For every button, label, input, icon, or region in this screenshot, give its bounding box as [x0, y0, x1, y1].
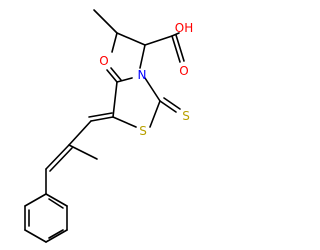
bond-c5-s1 — [112, 116, 137, 128]
bond-phenyl-4 — [45, 229, 68, 243]
atom-label-thione-s: S — [182, 109, 190, 123]
bond-ch-cme — [68, 120, 92, 146]
bond-phenyl-3 — [24, 229, 47, 243]
atom-label-ring-n: N — [138, 68, 147, 82]
bond-phenyl-inner-c — [48, 198, 64, 209]
bond-c4-c5 — [112, 81, 118, 118]
bond-phenyl-6 — [45, 193, 68, 207]
bond-phenyl-inner-b — [48, 229, 64, 239]
bond-ketone-b — [110, 67, 122, 81]
bond-exocyclic-a — [90, 116, 114, 122]
bond-alkene-a — [45, 144, 70, 170]
bond-alpha-nitrogen — [139, 44, 146, 69]
bond-s1-c2 — [149, 100, 161, 128]
bond-thione-a — [159, 100, 177, 113]
bond-thione-b — [163, 97, 181, 110]
atom-label-ketone-o: O — [99, 54, 108, 68]
bond-phenyl-1 — [24, 193, 47, 207]
bond-isopropyl-alpha — [116, 32, 146, 46]
bond-alpha-carboxyl — [144, 35, 173, 46]
bond-carbonyl-o-b — [175, 34, 185, 62]
bond-ketone-a — [106, 69, 118, 83]
bond-methyl-b — [111, 32, 118, 53]
bond-methyl-a — [93, 9, 118, 34]
molecule-structure: OH O O N S S — [24, 9, 193, 243]
bond-exocyclic-b — [88, 112, 113, 118]
atom-label-acid-o: O — [179, 64, 188, 78]
bond-n-c4 — [116, 77, 133, 83]
atom-label-ring-s: S — [139, 124, 147, 138]
bond-methyl-c — [68, 144, 98, 160]
bond-alkene-b — [49, 147, 73, 172]
bond-carbonyl-o-a — [171, 35, 181, 63]
atom-label-oh: OH — [175, 21, 193, 35]
bond-c2-n — [144, 77, 161, 102]
